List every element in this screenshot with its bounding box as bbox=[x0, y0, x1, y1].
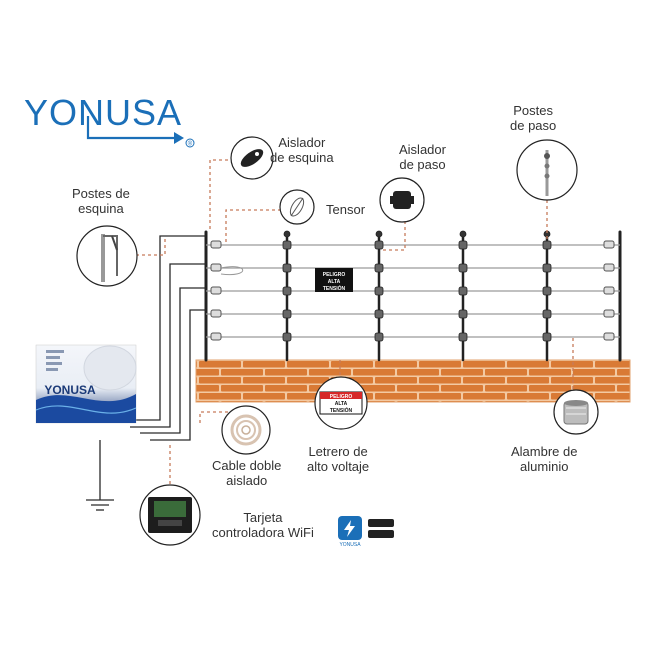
label-line: Aislador bbox=[278, 135, 326, 150]
pass-insulator bbox=[458, 332, 468, 342]
callout-circles bbox=[76, 136, 599, 546]
post-cap bbox=[283, 230, 291, 238]
pass-insulator bbox=[542, 286, 552, 296]
post-cap bbox=[459, 230, 467, 238]
pass-insulator bbox=[458, 286, 468, 296]
label-postes-esquina: Postes de esquina bbox=[72, 186, 130, 216]
pass-insulator bbox=[282, 332, 292, 342]
pass-insulator bbox=[282, 240, 292, 250]
pass-insulator bbox=[542, 240, 552, 250]
wifi-controller-icon bbox=[148, 497, 192, 533]
warning-sign-icon: PELIGRO ALTA TENSIÓN bbox=[319, 391, 363, 415]
pass-insulator bbox=[458, 263, 468, 273]
pass-insulator bbox=[282, 309, 292, 319]
brand-logo: YONUSA bbox=[24, 92, 183, 133]
big-sign-line2: ALTA bbox=[335, 401, 348, 407]
corner-insulators bbox=[210, 240, 615, 341]
tensor-icon bbox=[289, 197, 305, 217]
energizer-box: YONUSA bbox=[35, 344, 137, 424]
energizer-brand-text: YONUSA bbox=[44, 383, 96, 397]
big-sign-line3: TENSIÓN bbox=[330, 406, 353, 414]
pass-insulator bbox=[542, 309, 552, 319]
store-badges bbox=[368, 519, 394, 538]
label-line: aislado bbox=[226, 473, 268, 488]
label-tensor: Tensor bbox=[326, 202, 366, 217]
pass-post-icon bbox=[544, 150, 550, 196]
pass-insulator bbox=[374, 332, 384, 342]
pass-insulator bbox=[282, 286, 292, 296]
registered-mark: ® bbox=[188, 141, 193, 148]
fence-posts bbox=[204, 230, 622, 362]
label-tarjeta: Tarjeta controladora WiFi bbox=[212, 510, 314, 540]
label-postes-paso: Postes de paso bbox=[510, 103, 556, 133]
label-cable-doble: Cable doble aislado bbox=[212, 458, 281, 488]
brick-wall bbox=[195, 359, 631, 403]
post-insulators bbox=[282, 230, 552, 342]
label-line: esquina bbox=[78, 201, 124, 216]
label-line: de paso bbox=[399, 157, 446, 172]
wire-loop bbox=[220, 266, 243, 276]
label-line: Postes de bbox=[72, 186, 130, 201]
pass-insulator bbox=[374, 240, 384, 250]
label-line: Cable doble bbox=[212, 458, 282, 473]
label-line: alto voltaje bbox=[307, 459, 370, 474]
pass-insulator-icon bbox=[390, 191, 414, 209]
label-alambre: Alambre de aluminio bbox=[511, 444, 577, 474]
label-line: Postes bbox=[513, 103, 553, 118]
fence-sign-line1: PELIGRO bbox=[323, 272, 346, 278]
label-line: de paso bbox=[510, 118, 557, 133]
logo-arrow-icon: ® bbox=[86, 116, 195, 148]
big-sign-line1: PELIGRO bbox=[330, 394, 353, 400]
cable-coil-icon bbox=[230, 414, 262, 446]
pass-insulator bbox=[542, 332, 552, 342]
connection-wires bbox=[86, 235, 206, 511]
pass-insulator bbox=[374, 263, 384, 273]
fence-sign-line3: TENSIÓN bbox=[323, 284, 346, 292]
pass-insulator bbox=[458, 309, 468, 319]
label-line: controladora WiFi bbox=[212, 525, 314, 540]
pass-insulator bbox=[374, 309, 384, 319]
label-letrero: Letrero de alto voltaje bbox=[307, 444, 369, 474]
corner-insulator-icon bbox=[240, 149, 264, 167]
label-line: Letrero de bbox=[308, 444, 368, 459]
post-cap bbox=[375, 230, 383, 238]
label-line: Aislador bbox=[399, 142, 446, 157]
pass-insulator bbox=[374, 286, 384, 296]
label-line: Alambre de bbox=[511, 444, 578, 459]
leader-lines bbox=[136, 159, 574, 490]
corner-post-icon bbox=[101, 234, 118, 282]
label-line: Tarjeta bbox=[243, 510, 283, 525]
label-aislador-paso: Aislador de paso bbox=[399, 142, 446, 172]
wire-spool-icon bbox=[563, 400, 589, 425]
fence-warning-sign: PELIGRO ALTA TENSIÓN bbox=[315, 268, 353, 292]
lightning-app-icon: YONUSA bbox=[338, 516, 362, 548]
pass-insulator bbox=[542, 263, 552, 273]
label-line: aluminio bbox=[520, 459, 569, 474]
fence-sign-line2: ALTA bbox=[328, 279, 341, 285]
pass-insulator bbox=[282, 263, 292, 273]
label-aislador-esquina: Aislador de esquina bbox=[270, 135, 334, 165]
label-line: de esquina bbox=[270, 150, 334, 165]
pass-insulator bbox=[458, 240, 468, 250]
app-brand-text: YONUSA bbox=[339, 542, 361, 548]
fence-wires bbox=[206, 244, 620, 338]
